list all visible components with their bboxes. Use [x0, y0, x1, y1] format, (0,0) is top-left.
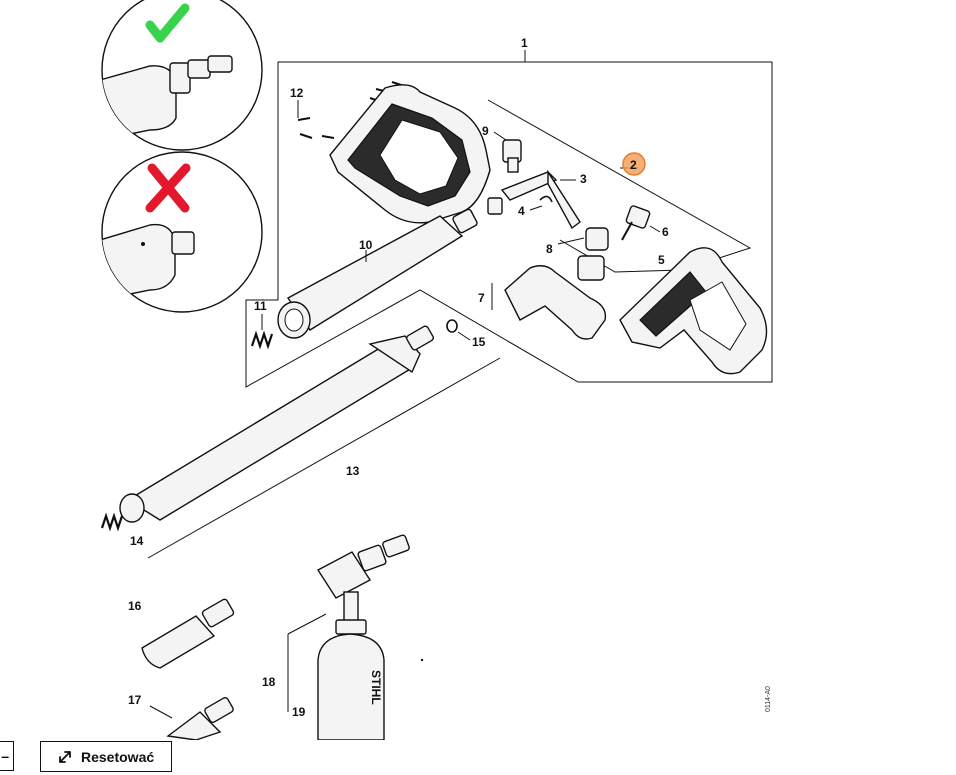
reset-button[interactable]: Resetować	[40, 741, 172, 772]
part-10-tube	[277, 208, 478, 339]
part-3-pipe	[487, 169, 581, 230]
callout-5: 5	[658, 253, 665, 267]
spray-gun-grip	[619, 247, 768, 375]
part-15-oring	[446, 319, 458, 333]
bottom-toolbar: – Resetować	[0, 740, 956, 775]
callout-2-highlight: 2	[622, 152, 646, 176]
svg-text:STIHL: STIHL	[369, 670, 383, 705]
part-9-connector	[493, 131, 522, 173]
callout-18: 18	[262, 675, 276, 689]
callout-4: 4	[518, 204, 525, 218]
callout-12: 12	[290, 86, 304, 100]
part-7-trigger	[504, 265, 607, 340]
callout-7: 7	[478, 291, 485, 305]
part-14-spring	[100, 512, 124, 532]
callout-13: 13	[346, 464, 360, 478]
handle-housing	[329, 84, 491, 224]
check-mark-icon	[145, 3, 190, 43]
part-18-foam-nozzle	[316, 534, 410, 635]
callout-14: 14	[130, 534, 144, 548]
part-11-spring	[250, 314, 274, 350]
part-16-nozzle	[141, 598, 235, 669]
callout-11: 11	[254, 299, 267, 313]
callout-16: 16	[128, 599, 142, 613]
callout-3: 3	[580, 172, 587, 186]
part-6-trigger-lock	[621, 205, 651, 241]
parts-diagram: 1 2 12 9 3	[100, 0, 773, 740]
callout-17: 17	[128, 693, 142, 707]
assembly-1-frame	[245, 61, 773, 388]
callout-8: 8	[546, 242, 553, 256]
svg-text:2: 2	[630, 158, 637, 172]
cross-mark-icon	[145, 163, 191, 213]
part-8-valve	[557, 227, 609, 281]
callout-6: 6	[662, 225, 669, 239]
part-4-clip	[539, 195, 553, 203]
drawing-code: 0114-A0	[765, 686, 772, 712]
reset-button-label: Resetować	[81, 748, 155, 765]
callout-19: 19	[292, 705, 306, 719]
part-17-nozzle	[149, 696, 234, 740]
expand-arrows-icon	[59, 750, 71, 763]
part-13-lance	[119, 325, 434, 523]
incorrect-connection-detail	[101, 151, 263, 313]
correct-connection-detail	[101, 0, 263, 151]
part-19-foam-bottle: STIHL	[317, 633, 385, 740]
callout-1: 1	[521, 36, 528, 50]
callout-15: 15	[472, 335, 486, 349]
zoom-out-button[interactable]: –	[0, 741, 14, 771]
callout-9: 9	[482, 124, 489, 138]
callout-10: 10	[359, 238, 373, 252]
